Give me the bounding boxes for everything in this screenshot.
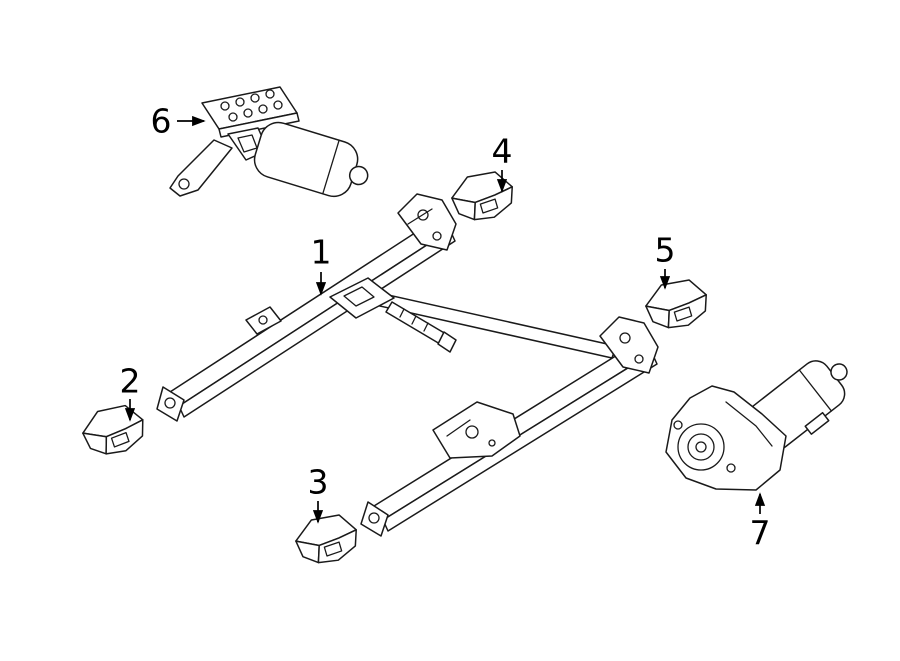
bracket-edge <box>407 208 433 225</box>
callout-label-3[interactable]: 3 <box>307 462 329 502</box>
bracket-edge <box>725 401 773 447</box>
clip-shape <box>293 513 360 565</box>
part-3-clip[interactable] <box>293 513 360 565</box>
gearbox-detail <box>343 286 375 307</box>
mount-hole <box>465 425 479 439</box>
mount-hole <box>432 231 442 241</box>
mount-hole <box>164 397 176 409</box>
callout-arrows <box>124 115 766 524</box>
plate-hole <box>273 100 283 110</box>
plate-hole <box>235 97 245 107</box>
motor-end-nub <box>830 363 848 381</box>
plate-hole <box>220 101 230 111</box>
motor-body <box>253 121 369 198</box>
plate-edge <box>218 112 300 138</box>
plate-hole <box>250 93 260 103</box>
callout-label-4[interactable]: 4 <box>491 131 513 171</box>
bolt-hole <box>726 463 736 473</box>
mount-hole <box>178 178 190 190</box>
mount-hole <box>258 315 268 325</box>
gearbox-housing <box>329 277 395 319</box>
plate-hole <box>228 112 238 122</box>
clip-shape <box>79 403 147 457</box>
gear-hub <box>695 441 707 453</box>
clip-shape <box>643 278 710 330</box>
mount-hole <box>634 354 644 364</box>
cross-tube <box>361 289 617 359</box>
bracket-edge <box>446 419 471 437</box>
callout-label-2[interactable]: 2 <box>119 361 141 401</box>
screw-thread <box>411 315 417 325</box>
plate-hole <box>265 89 275 99</box>
mount-hole <box>619 332 631 344</box>
mount-hole <box>368 512 380 524</box>
callout-label-1[interactable]: 1 <box>310 232 332 272</box>
mount-hole <box>488 439 496 447</box>
part-4-clip[interactable] <box>449 170 516 222</box>
clip-shape <box>449 170 516 222</box>
part-7-motor-assembly[interactable] <box>665 347 865 491</box>
plate-hole <box>258 104 268 114</box>
part-1-seat-track-assembly[interactable] <box>156 193 659 537</box>
callout-label-6[interactable]: 6 <box>150 101 172 141</box>
motor-end-nub <box>348 165 369 186</box>
part-6-motor-assembly[interactable] <box>169 86 375 205</box>
motor-seam <box>322 139 340 195</box>
screw-thread <box>423 322 429 332</box>
callout-label-7[interactable]: 7 <box>749 513 771 553</box>
motor-can <box>253 121 359 198</box>
motor-connector <box>804 411 830 435</box>
mounting-arm <box>169 139 233 197</box>
screw-end-nut <box>437 331 457 353</box>
part-5-clip[interactable] <box>643 278 710 330</box>
screw-thread <box>399 308 405 318</box>
bolt-hole <box>673 420 683 430</box>
motor-seam <box>798 369 832 412</box>
part-2-clip[interactable] <box>79 403 147 457</box>
lower-rail-flange <box>382 352 658 532</box>
plate-hole <box>243 108 253 118</box>
callout-label-5[interactable]: 5 <box>654 230 676 270</box>
